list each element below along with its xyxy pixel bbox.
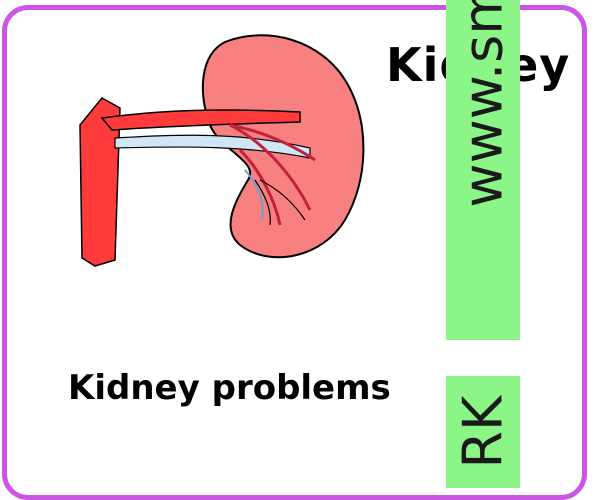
kidney-illustration [60, 30, 380, 270]
kidney-caption: Kidney problems [68, 368, 391, 408]
watermark-text-bottom: RK [452, 396, 515, 469]
watermark-text-top: www.smartd [452, 0, 515, 208]
watermark-band-top: www.smartd [446, 0, 520, 340]
watermark-band-bottom: RK [446, 376, 520, 488]
